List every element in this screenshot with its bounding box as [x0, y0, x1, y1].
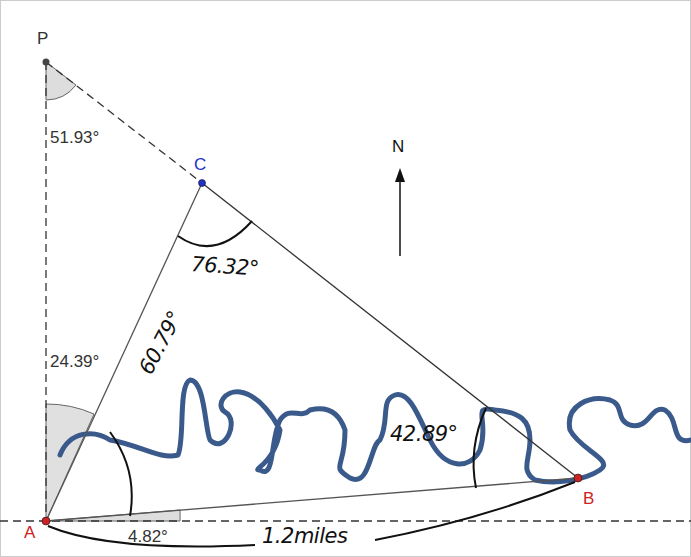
point [199, 180, 206, 187]
east-reference-line [0, 520, 691, 521]
point [43, 59, 50, 66]
river [60, 380, 691, 482]
point [574, 474, 582, 482]
angle-arc [474, 408, 486, 488]
point-label: C [194, 156, 206, 173]
north-arrow-head [395, 168, 405, 182]
distance-brace [48, 526, 255, 546]
angle-value: 24.39° [50, 353, 99, 370]
side-cb [202, 183, 578, 478]
point-label: P [37, 30, 48, 47]
point-label: B [583, 490, 594, 507]
direction-label: N [392, 138, 404, 155]
point-label: A [24, 524, 35, 541]
north-reference-line [45, 62, 46, 521]
side-ab [46, 478, 578, 521]
distance-label: 1.2miles [262, 526, 347, 547]
angle-value: 4.82° [128, 528, 168, 545]
distance-brace [375, 482, 575, 540]
angle-arc [178, 221, 252, 246]
north-arrow [399, 178, 401, 256]
bearing-line [46, 62, 202, 183]
angle-value: 42.89° [390, 424, 458, 445]
angle-arc [110, 432, 132, 516]
angle-value: 51.93° [50, 129, 99, 146]
angle-sector [46, 404, 94, 521]
side-ac [46, 183, 202, 521]
angle-value: 76.32° [191, 254, 260, 280]
point [42, 517, 50, 525]
